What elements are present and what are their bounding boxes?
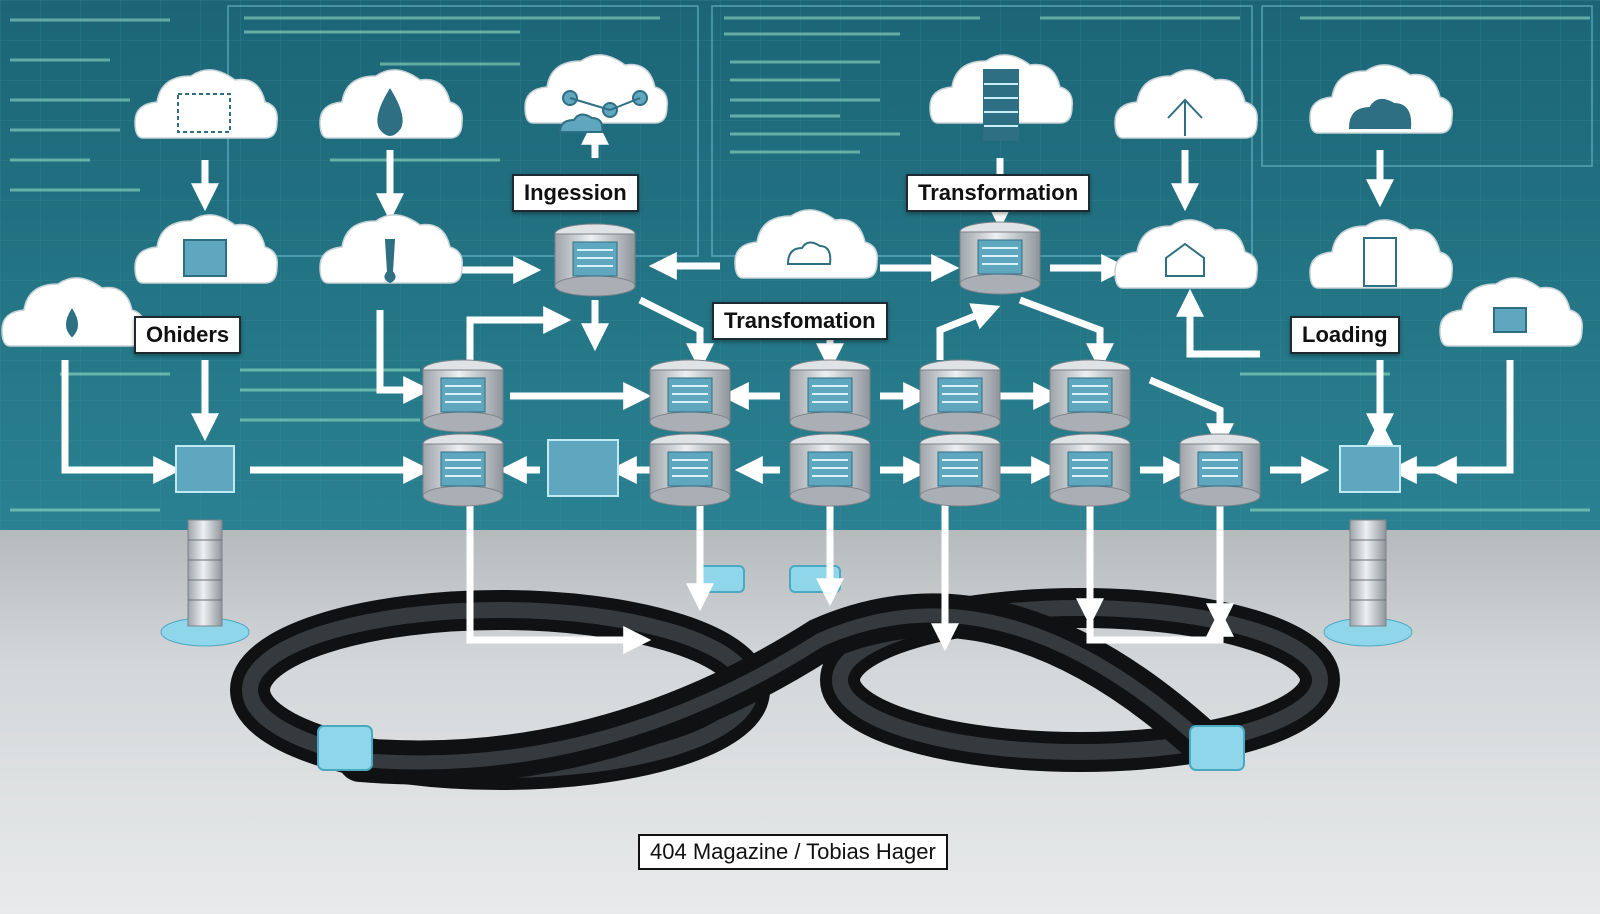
network-diagram-icon	[177, 93, 231, 133]
image-credit: 404 Magazine / Tobias Hager	[638, 834, 948, 870]
cloud-icon	[786, 241, 832, 265]
arrow-up-icon	[1167, 98, 1203, 136]
database-icon	[919, 433, 1001, 507]
code-lines-decoration	[10, 16, 1590, 512]
pipe-connectors	[317, 565, 1245, 771]
database-icon	[649, 433, 731, 507]
label-transformation-top: Transformation	[906, 174, 1091, 212]
database-icon	[789, 433, 871, 507]
server-stack-icon	[160, 519, 250, 647]
house-icon	[1165, 242, 1205, 277]
monitor-icon	[547, 439, 619, 497]
flow-arrows	[191, 116, 1440, 652]
database-icon	[1049, 359, 1131, 433]
database-icon	[919, 359, 1001, 433]
label-others: Ohiders	[134, 316, 242, 354]
database-icon	[789, 359, 871, 433]
water-drop-icon	[66, 308, 78, 338]
database-icon	[422, 433, 504, 507]
label-ingestion: Ingession	[512, 174, 639, 212]
monitor-icon	[183, 239, 227, 277]
database-icon	[649, 359, 731, 433]
label-loading: Loading	[1290, 316, 1400, 354]
monitor-icon	[175, 445, 235, 493]
monitor-icon	[1339, 445, 1401, 493]
water-drop-icon	[377, 88, 403, 136]
label-transformation-mid: Transfomation	[712, 302, 888, 340]
elbow-arrows	[61, 288, 1514, 654]
database-icon	[959, 221, 1041, 295]
cloud-icon	[1348, 98, 1412, 129]
needle-icon	[384, 239, 396, 284]
database-icon	[422, 359, 504, 433]
monitor-icon	[1493, 307, 1527, 333]
server-stack-icon	[1323, 519, 1413, 647]
server-stacks	[160, 519, 1413, 647]
server-stack-icon	[1363, 237, 1397, 287]
database-icon	[554, 223, 636, 297]
network-nodes-icon	[558, 90, 648, 133]
database-icon	[1179, 433, 1261, 507]
database-icon	[1049, 433, 1131, 507]
cloud-glyphs	[66, 69, 1527, 338]
database-icon	[983, 69, 1019, 141]
monitor-screens	[175, 439, 1401, 497]
